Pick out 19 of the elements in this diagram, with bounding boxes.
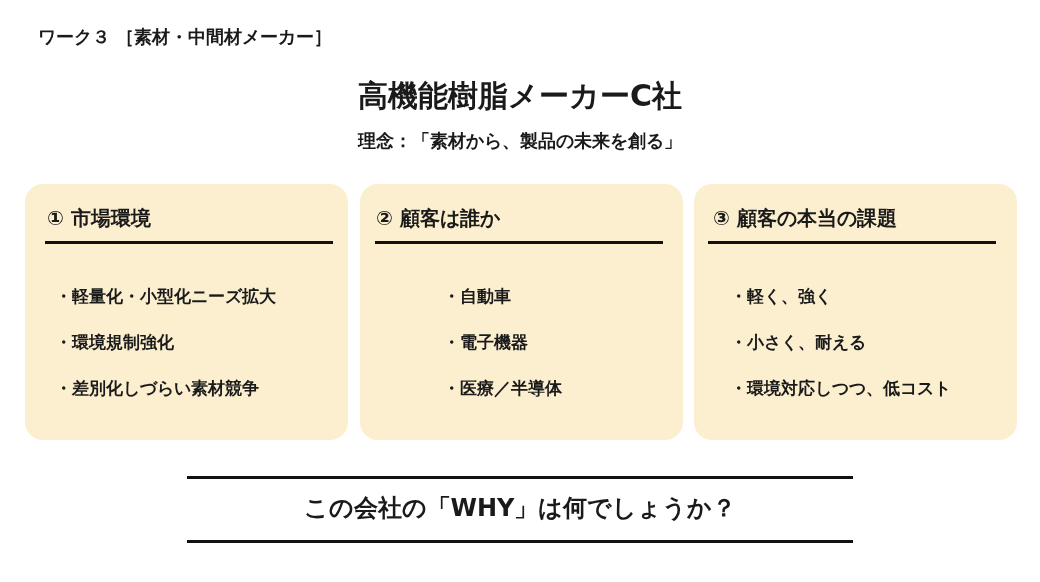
section-label: ワーク３ ［素材・中間材メーカー］	[38, 26, 333, 48]
list-item: ・電子機器	[443, 332, 528, 353]
list-item: ・軽く、強く	[730, 286, 832, 307]
list-item: ・医療／半導体	[443, 378, 562, 399]
subtitle: 理念：「素材から、製品の未来を創る」	[356, 130, 683, 152]
card	[360, 184, 683, 440]
list-item: ・環境規制強化	[55, 332, 174, 353]
card	[694, 184, 1017, 440]
card-heading: ① 市場環境	[47, 206, 151, 230]
card-heading: ② 顧客は誰か	[376, 206, 500, 230]
card	[25, 184, 348, 440]
card-heading: ③ 顧客の本当の課題	[713, 206, 897, 230]
list-item: ・自動車	[443, 286, 511, 307]
question-text: この会社の「WHY」は何でしょうか？	[302, 494, 738, 523]
list-item: ・環境対応しつつ、低コスト	[730, 378, 951, 399]
list-item: ・軽量化・小型化ニーズ拡大	[55, 286, 276, 307]
list-item: ・小さく、耐える	[730, 332, 866, 353]
page-title: 高機能樹脂メーカーC社	[357, 78, 683, 114]
list-item: ・差別化しづらい素材競争	[55, 378, 259, 399]
